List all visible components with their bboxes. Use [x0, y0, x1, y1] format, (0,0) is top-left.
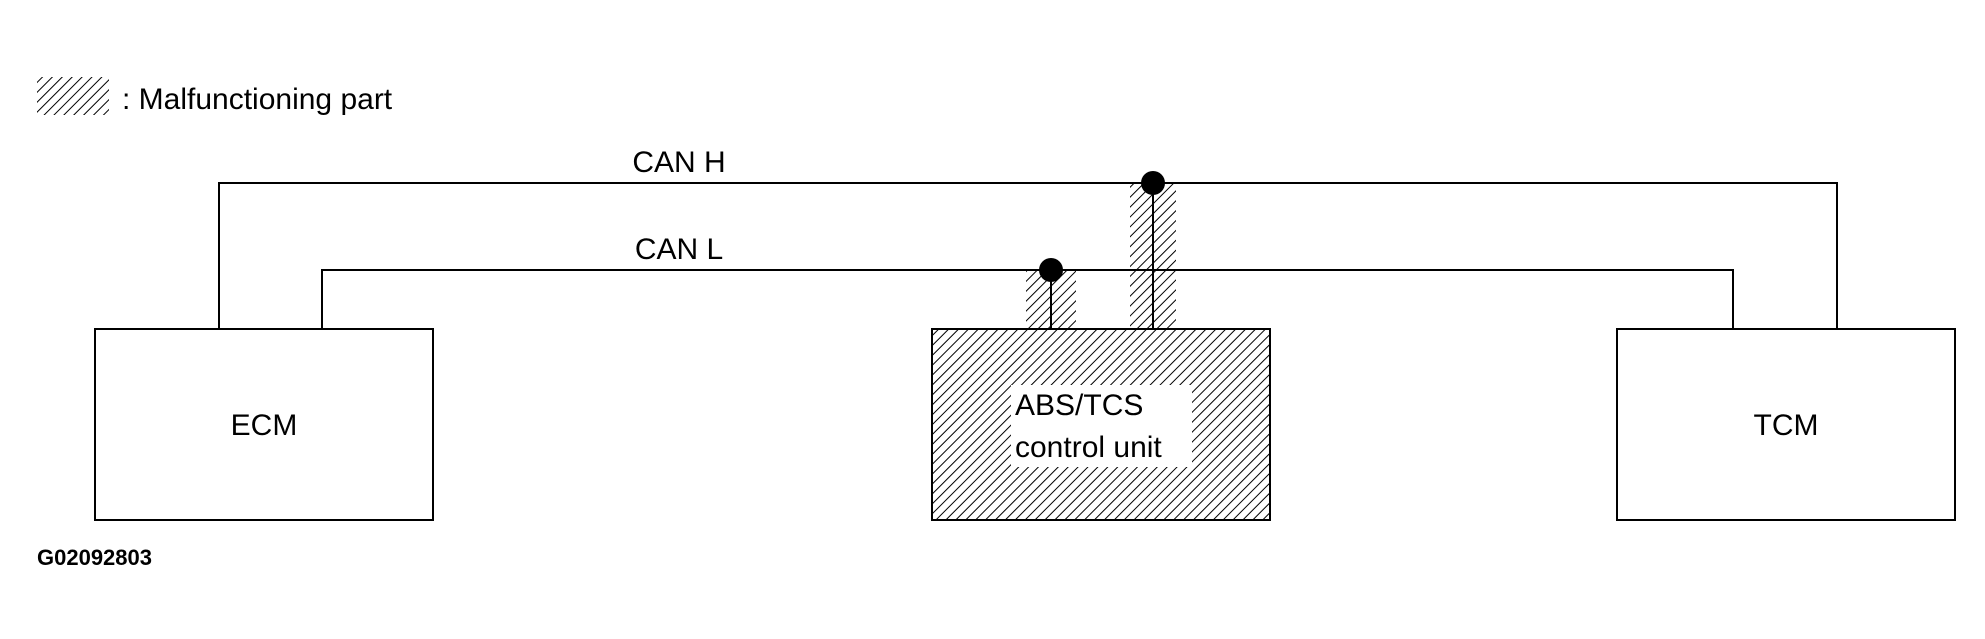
can-h-wire — [218, 182, 1838, 328]
hatch-swatch-icon — [37, 77, 109, 115]
ecm-box — [94, 328, 434, 521]
can-l-wire — [321, 269, 1734, 328]
abs-tcs-label-line2: control unit — [1015, 431, 1162, 464]
can-l-label: CAN L — [635, 233, 723, 266]
can-h-junction-dot — [1141, 171, 1165, 195]
can-l-junction-dot — [1039, 258, 1063, 282]
abs-tcs-label-line1: ABS/TCS — [1015, 389, 1143, 422]
tcm-label: TCM — [1754, 409, 1819, 442]
can-h-label: CAN H — [632, 146, 725, 179]
legend-text: : Malfunctioning part — [122, 83, 393, 116]
abs-tcs-label-background — [1011, 385, 1192, 467]
ecm-label: ECM — [231, 409, 298, 442]
tcm-box — [1616, 328, 1956, 521]
figure-code: G02092803 — [37, 545, 152, 570]
